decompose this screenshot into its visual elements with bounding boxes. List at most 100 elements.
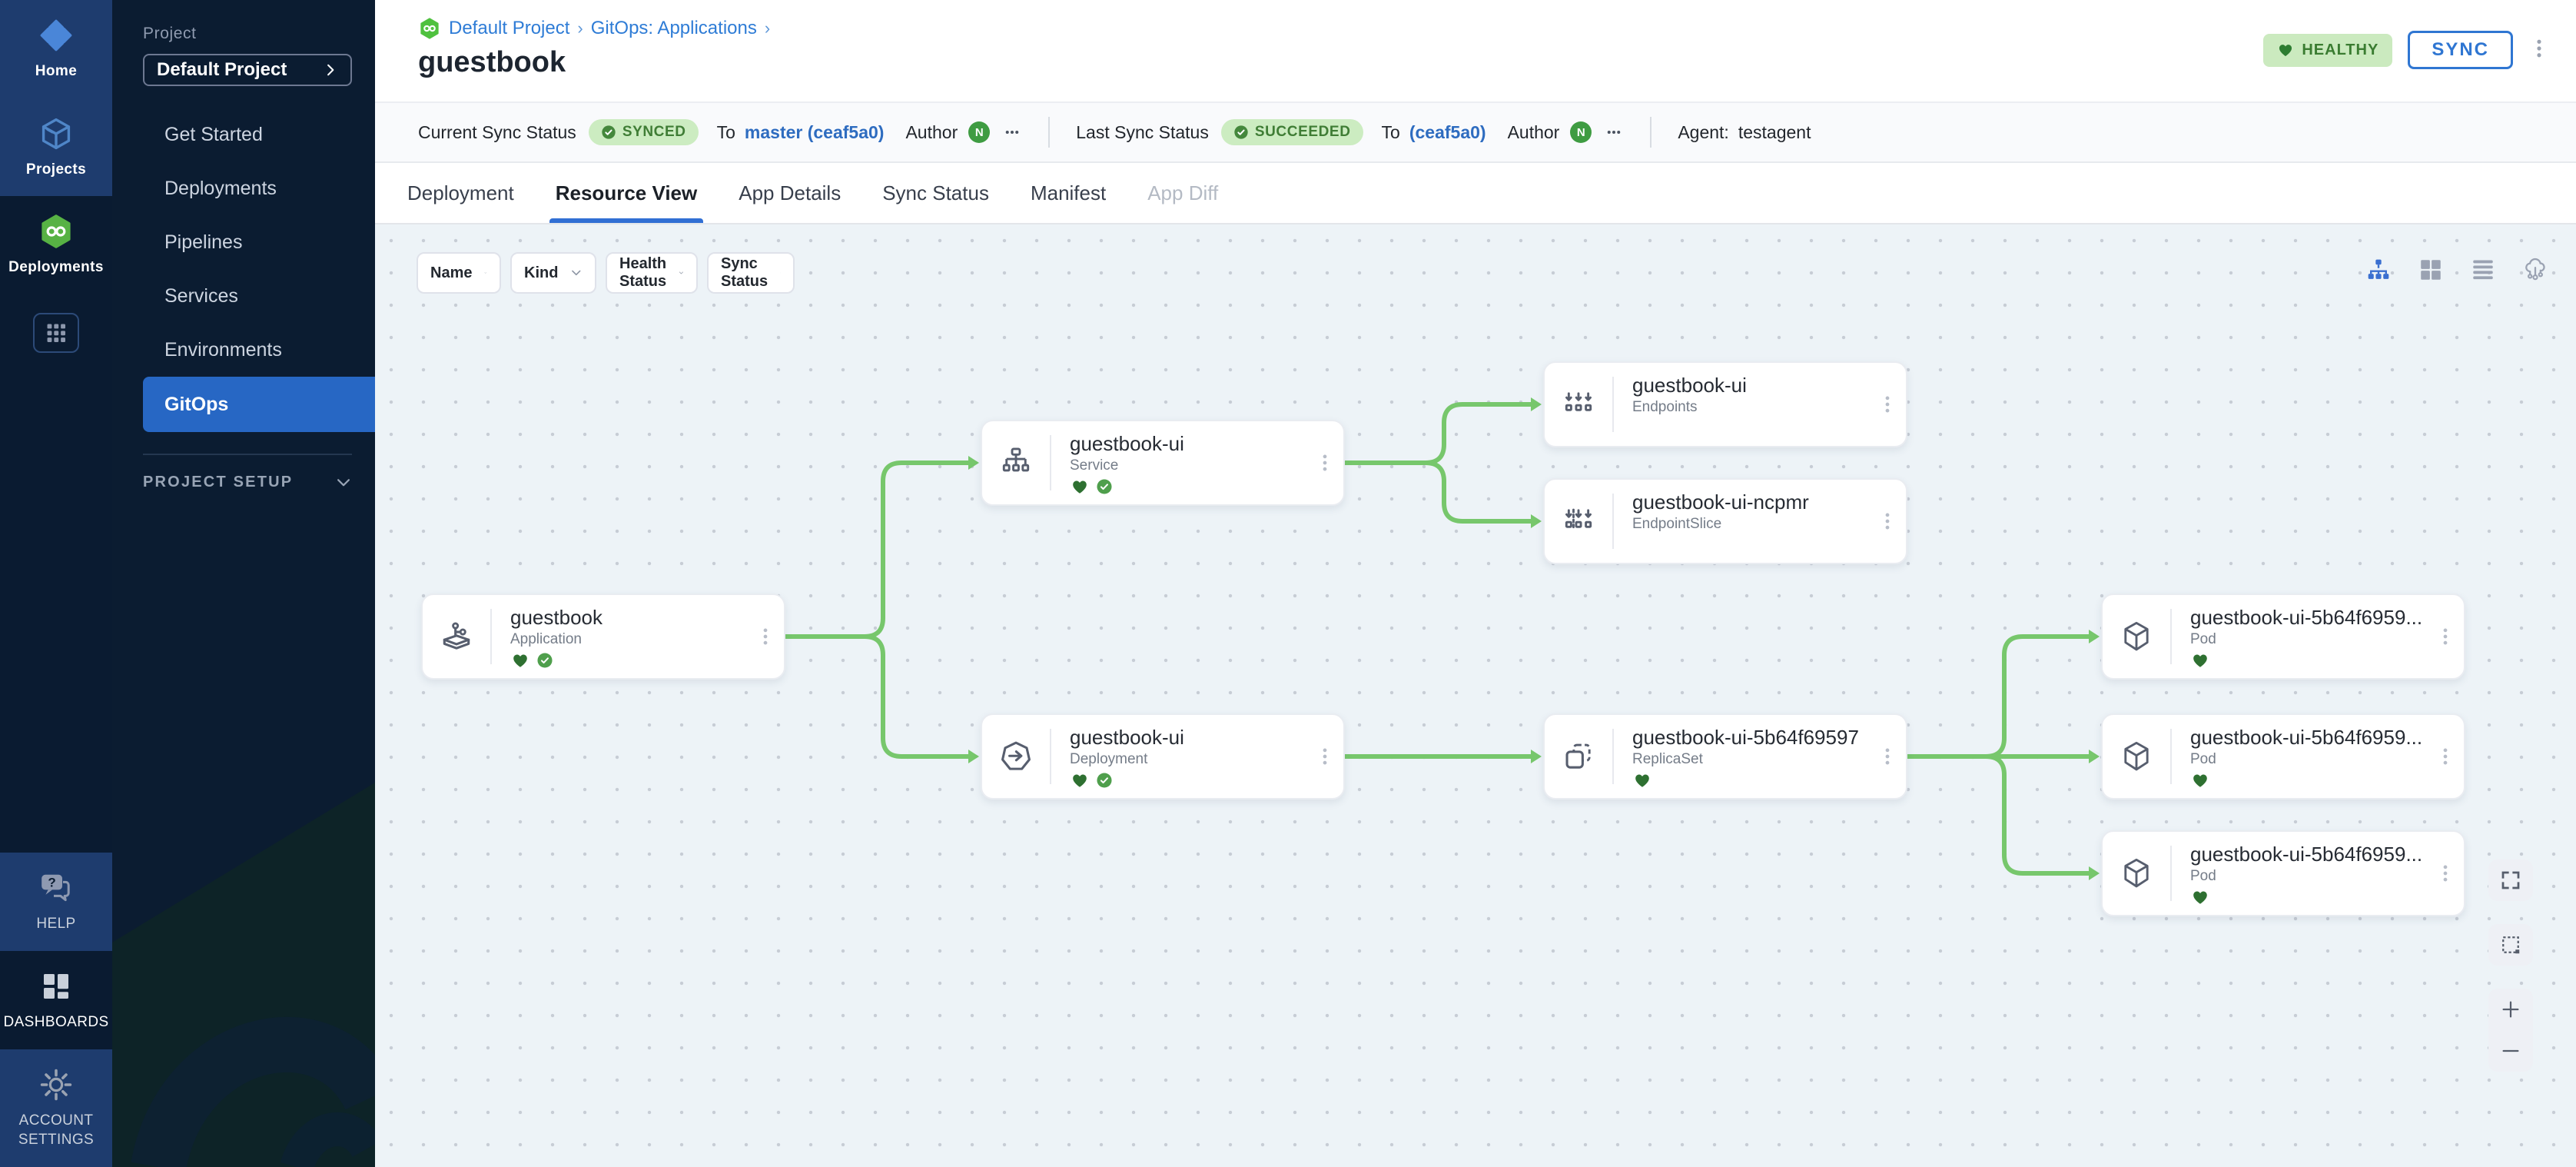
node-menu-kebab[interactable] [1869,715,1906,798]
network-view-icon [2522,257,2548,283]
home-icon [38,17,75,54]
filter-health-status[interactable]: Health Status [606,252,698,294]
zoom-out-button[interactable] [2488,1030,2533,1072]
tab-app-details[interactable]: App Details [739,181,842,204]
fit-view-button[interactable] [2488,859,2533,901]
list-view-button[interactable] [2470,257,2496,283]
nav-item-home[interactable]: Home [0,0,112,98]
kebab-vertical-icon [1877,390,1897,419]
node-menu-kebab[interactable] [1869,480,1906,563]
sidebar-item-services[interactable]: Services [164,284,238,307]
healthy-heart-icon [2190,651,2210,670]
node-menu-kebab[interactable] [2427,832,2464,915]
resource-node-pod[interactable]: guestbook-ui-5b64f6959... Pod [2101,593,2465,680]
node-divider [1612,729,1614,784]
nav-item-projects[interactable]: Projects [0,98,112,197]
tab-sync-status[interactable]: Sync Status [882,181,989,204]
kebab-vertical-icon [1877,742,1897,771]
modules-button[interactable] [33,312,79,353]
resource-kind: EndpointSlice [1632,516,1722,532]
commit-message-ellipsis[interactable] [1002,125,1022,140]
resource-node-service[interactable]: guestbook-ui Service [981,420,1345,506]
filter-label: Kind [524,264,559,281]
status-bar: Current Sync Status SYNCED To master (ce… [375,101,2576,163]
tab-manifest[interactable]: Manifest [1030,181,1107,204]
project-setup-toggle[interactable]: PROJECT SETUP [143,474,352,491]
sidebar-item-pipelines[interactable]: Pipelines [164,231,243,253]
marquee-select-button[interactable] [2488,924,2533,966]
health-badge-label: HEALTHY [2302,41,2379,58]
node-menu-kebab[interactable] [747,595,784,678]
resource-name: guestbook-ui-ncpmr [1632,490,1809,514]
nav-item-account-settings[interactable]: ACCOUNT SETTINGS [0,1049,112,1167]
resource-status [2190,771,2427,790]
zoom-in-button[interactable] [2488,989,2533,1030]
project-selector[interactable]: Default Project [143,54,352,86]
check-circle-icon [1233,125,1249,140]
grid-view-button[interactable] [2418,257,2444,283]
nav-item-label: Deployments [8,259,104,276]
chevron-right-icon [323,62,338,78]
sidebar-item-deployments[interactable]: Deployments [164,177,277,199]
filter-kind[interactable]: Kind [510,252,596,294]
tab-resource-view[interactable]: Resource View [549,163,704,223]
tab-app-diff[interactable]: App Diff [1147,181,1219,204]
deployments-icon [38,213,75,250]
resource-node-deployment[interactable]: guestbook-ui Deployment [981,713,1345,800]
pod-icon [2119,739,2154,774]
nav-item-deployments[interactable]: Deployments [0,196,112,294]
node-menu-kebab[interactable] [2427,595,2464,678]
breadcrumb-project-link[interactable]: Default Project [449,18,570,38]
resource-node-pod[interactable]: guestbook-ui-5b64f6959... Pod [2101,713,2465,800]
node-divider [2170,729,2172,784]
resource-graph-canvas[interactable]: Name Kind Health Status Sync Status gues… [375,224,2576,1167]
node-menu-kebab[interactable] [1306,715,1343,798]
breadcrumb: Default Project › GitOps: Applications › [418,17,770,40]
current-revision-link[interactable]: master (ceaf5a0) [744,121,885,142]
node-divider [1612,377,1614,432]
filter-name[interactable]: Name [417,252,501,294]
node-menu-kebab[interactable] [1306,421,1343,504]
project-section-label: Project [143,25,197,42]
resource-node-endpoints[interactable]: guestbook-ui Endpoints [1543,361,1907,447]
tree-view-button[interactable] [2365,257,2392,283]
filter-label: Health Status [619,255,667,290]
tree-view-icon [2365,257,2392,283]
project-setup-label: PROJECT SETUP [143,474,294,490]
node-menu-kebab[interactable] [2427,715,2464,798]
chevron-down-icon [484,266,487,280]
last-revision-link[interactable]: (ceaf5a0) [1409,121,1486,142]
resource-kind: Application [510,631,582,647]
nav-item-help[interactable]: ? HELP [0,853,112,952]
pod-icon [2119,856,2154,891]
sidebar-item-environments[interactable]: Environments [164,338,282,361]
node-menu-kebab[interactable] [1869,363,1906,446]
primary-nav-bottom: ? HELP DASHBOARDS ACCOUNT SETTINGS [0,853,112,1167]
resource-status [2190,888,2427,906]
zoom-out-icon [2499,1039,2522,1062]
endpoints-icon [1561,387,1596,422]
endpointslice-icon [1561,504,1596,539]
filter-sync-status[interactable]: Sync Status [707,252,795,294]
tab-deployment[interactable]: Deployment [407,181,514,204]
service-icon [998,445,1034,480]
commit-message-ellipsis[interactable] [1604,125,1624,140]
resource-node-endpointslice[interactable]: guestbook-ui-ncpmr EndpointSlice [1543,478,1907,564]
resource-name: guestbook-ui-5b64f6959... [2190,843,2423,866]
nav-item-dashboards[interactable]: DASHBOARDS [0,951,112,1049]
resource-name: guestbook-ui [1070,726,1184,749]
app-menu-kebab[interactable] [2528,33,2550,67]
resource-node-pod[interactable]: guestbook-ui-5b64f6959... Pod [2101,830,2465,916]
breadcrumb-applications-link[interactable]: GitOps: Applications [590,18,757,38]
network-view-button[interactable] [2522,257,2548,283]
resource-status [1632,771,1869,790]
sync-button[interactable]: SYNC [2408,31,2513,69]
resource-node-replicaset[interactable]: guestbook-ui-5b64f69597 ReplicaSet [1543,713,1907,800]
nav-item-modules[interactable] [0,294,112,374]
sidebar-item-gitops[interactable]: GitOps [143,377,375,432]
sidebar-item-get-started[interactable]: Get Started [164,123,263,145]
resource-node-application[interactable]: guestbook Application [421,593,785,680]
resource-status [510,651,747,670]
heart-icon [2277,42,2294,58]
grid-view-icon [2418,257,2444,283]
